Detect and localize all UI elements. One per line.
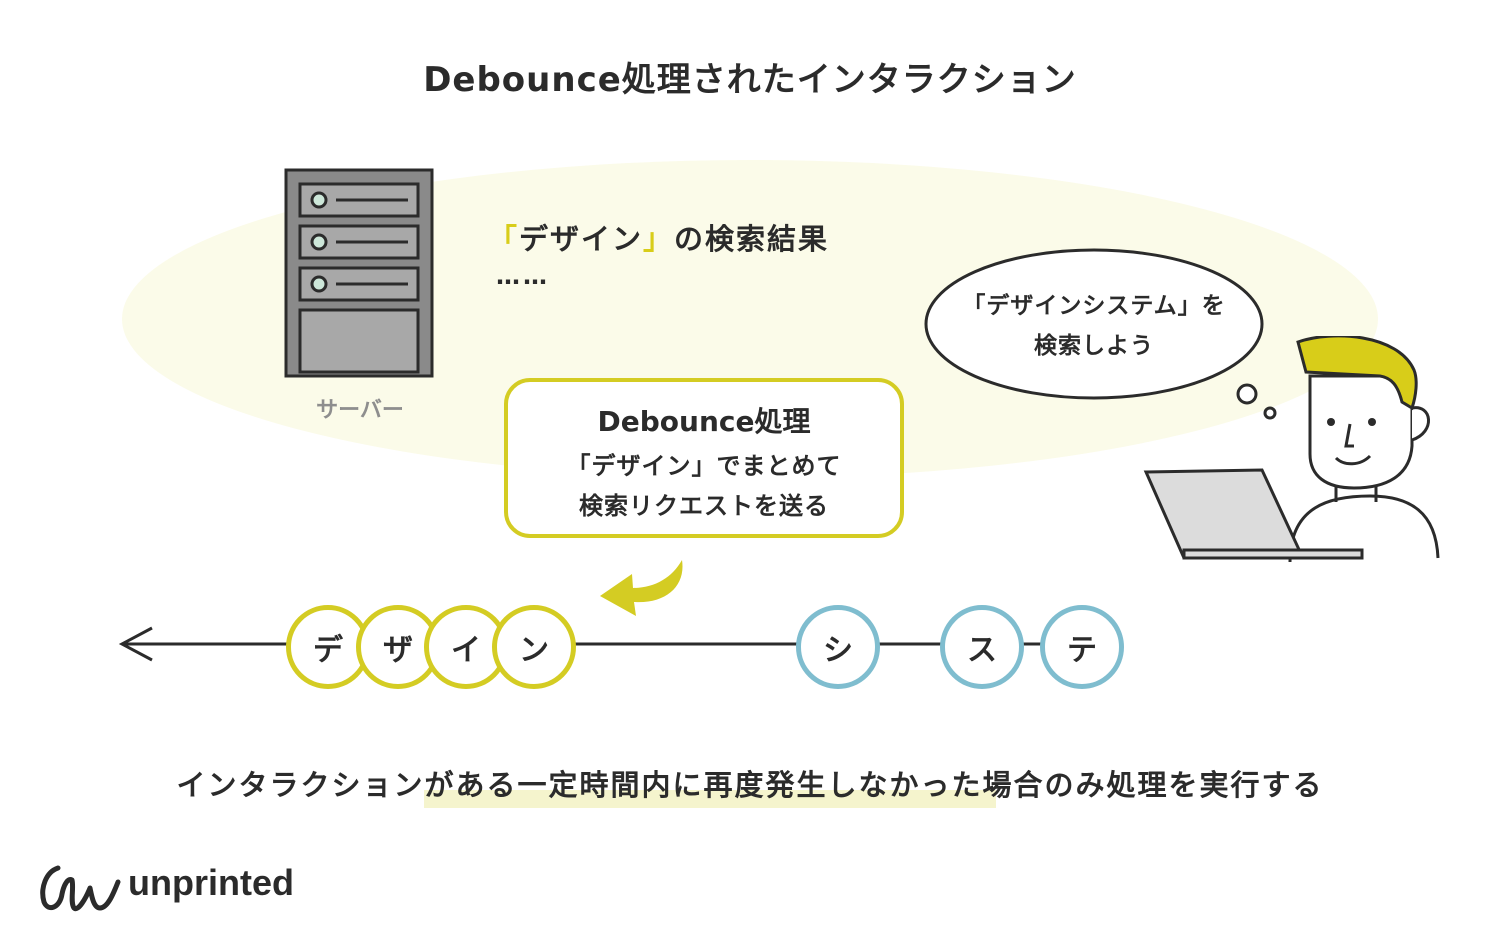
callout-line-1: 「デザイン」でまとめて	[566, 452, 842, 480]
debounce-callout: Debounce処理 「デザイン」でまとめて 検索リクエストを送る	[504, 378, 904, 538]
loading-dots: ……	[496, 262, 550, 290]
callout-line-2: 検索リクエストを送る	[579, 492, 829, 520]
curved-arrow-icon	[600, 560, 683, 616]
diagram-title: Debounce処理されたインタラクション	[423, 60, 1077, 100]
server-label: サーバー	[316, 398, 404, 423]
timeline-char-te: テ	[1040, 605, 1124, 689]
timeline-char-su: ス	[940, 605, 1024, 689]
result-query: デザイン	[519, 222, 644, 256]
timeline-char-n: ン	[492, 605, 576, 689]
thought-line-2: 検索しよう	[1034, 333, 1154, 359]
person-with-laptop-icon	[1143, 336, 1440, 563]
timeline-char-shi: シ	[796, 605, 880, 689]
unprinted-logo-icon	[40, 865, 121, 912]
thought-line-1: 「デザインシステム」を	[962, 293, 1226, 319]
thought-text: 「デザインシステム」を 検索しよう	[924, 250, 1264, 400]
result-suffix: の検索結果	[674, 222, 830, 256]
bracket-close: 」	[643, 222, 675, 256]
caption-highlight	[424, 790, 996, 808]
thought-bubble-icon	[924, 248, 1277, 420]
callout-title: Debounce処理	[597, 405, 811, 438]
server-icon	[284, 168, 434, 378]
logo-text: unprinted	[128, 862, 294, 903]
caption-text: インタラクションがある一定時間内に再度発生しなかった場合のみ処理を実行する	[176, 768, 1324, 802]
bracket-open: 「	[488, 222, 520, 256]
search-result-text: 「デザイン」の検索結果	[488, 216, 829, 258]
